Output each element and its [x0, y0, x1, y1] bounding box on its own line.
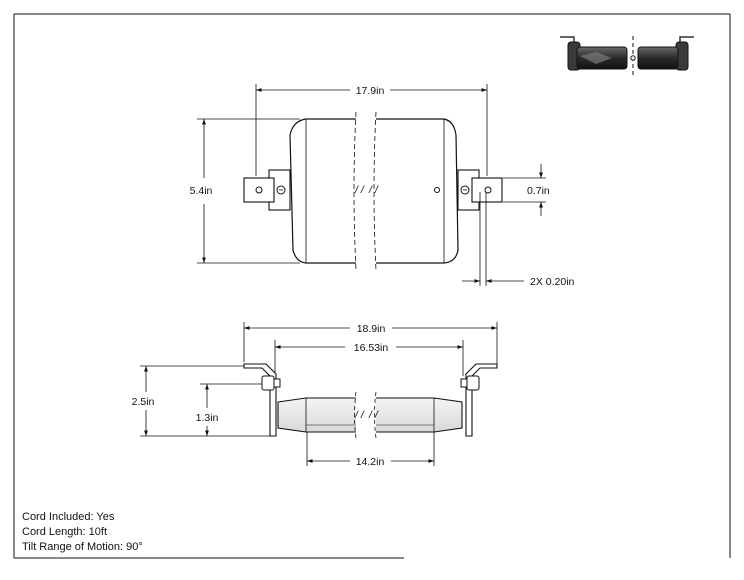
- spec-tilt-range: Tilt Range of Motion: 90°: [22, 541, 143, 553]
- top-view: / / / / 17.9in 5.4in 0.7in: [190, 84, 575, 288]
- dim-body-height: 1.3in: [196, 412, 219, 424]
- svg-text:/ /: / /: [354, 409, 365, 421]
- dim-overall-length: 17.9in: [356, 85, 385, 97]
- left-mount-tab: [243, 177, 275, 203]
- dim-tab-height: 0.7in: [527, 185, 550, 197]
- dim-height-top: 5.4in: [190, 185, 213, 197]
- svg-text:/ /: / /: [354, 184, 365, 196]
- side-view: / / / / 18.9in 16.53in 2.5in 1.3in 14.2i…: [132, 322, 498, 468]
- right-bracket: [465, 363, 498, 437]
- dim-total-height: 2.5in: [132, 396, 155, 408]
- product-thumbnail: [556, 30, 696, 80]
- dim-bracket-span: 18.9in: [357, 323, 386, 335]
- svg-text:/ /: / /: [368, 409, 379, 421]
- dim-mount-span: 16.53in: [354, 342, 389, 354]
- dim-hole-dia: 2X 0.20in: [530, 276, 575, 288]
- spec-cord-length: Cord Length: 10ft: [22, 526, 108, 538]
- spec-cord-included: Cord Included: Yes: [22, 511, 115, 523]
- sheet-border: [13, 13, 731, 559]
- dim-body-length: 14.2in: [356, 456, 385, 468]
- left-bracket: [243, 363, 277, 437]
- svg-text:/ /: / /: [368, 184, 379, 196]
